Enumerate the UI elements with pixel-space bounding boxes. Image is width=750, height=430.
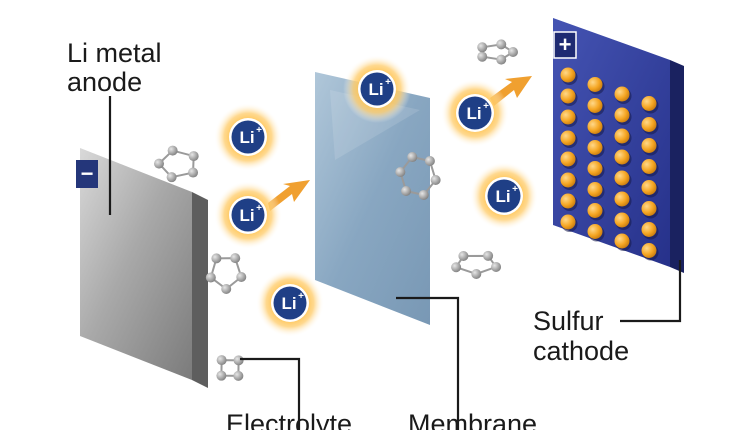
li-ion: Li+ [256, 269, 324, 337]
ion-core [360, 72, 394, 106]
sulfur-particle [641, 96, 657, 111]
ion-core [231, 198, 265, 232]
lithium-ions: Li+Li+Li+Li+Li+Li+ [214, 55, 538, 337]
sulfur-particle [614, 212, 630, 228]
sulfur-particle [587, 98, 603, 113]
sulfur-particle [560, 130, 576, 146]
ion-symbol: Li [495, 187, 510, 206]
sulfur-particle [587, 182, 603, 197]
ion-core [231, 120, 265, 154]
sulfur-particle [614, 233, 630, 249]
cathode-terminal [553, 31, 577, 59]
electrolyte-molecules [154, 39, 518, 381]
sulfur-particle [614, 107, 630, 123]
ion-symbol: Li [239, 206, 254, 225]
ion-charge: + [256, 203, 262, 214]
sulfur-particle [587, 224, 603, 239]
sulfur-particle [641, 138, 657, 153]
li-ion: Li+ [343, 55, 411, 123]
sulfur-particle [614, 86, 630, 102]
ion-symbol: Li [281, 294, 296, 313]
ion-charge: + [256, 125, 262, 136]
sulfur-particle [587, 119, 603, 134]
sulfur-particle [641, 159, 657, 174]
sulfur-particle [641, 222, 657, 237]
li-ion: Li+ [214, 181, 282, 249]
cathode-face [553, 18, 670, 267]
polysulfide-molecule [395, 152, 441, 200]
polysulfide-molecule [205, 253, 247, 294]
ion-symbol: Li [239, 128, 254, 147]
sulfur-particle [560, 67, 576, 83]
electrolyte-leader-line [240, 357, 301, 430]
anode-label-line2: anode [67, 67, 143, 97]
cathode-label-line2: cathode [533, 336, 630, 366]
polysulfide-molecule [216, 355, 244, 381]
li-ion: Li+ [441, 79, 509, 147]
plus-icon: + [559, 32, 572, 57]
electrolyte-label: Electrolyte [226, 409, 353, 430]
sulfur-particle [587, 203, 603, 218]
ion-symbol: Li [368, 80, 383, 99]
membrane-face [315, 72, 430, 325]
li-ion: Li+ [470, 162, 538, 230]
sulfur-particles [560, 67, 659, 261]
anode-terminal [76, 160, 98, 188]
membrane-leader-line [396, 296, 460, 430]
cathode-plate: + [553, 18, 684, 273]
sulfur-particle [641, 243, 657, 258]
li-ion: Li+ [214, 103, 282, 171]
membrane-label: Membrane [408, 409, 538, 430]
sulfur-particle [560, 88, 576, 104]
sulfur-particle [560, 172, 576, 188]
sulfur-particle [614, 128, 630, 144]
cathode-side-edge [670, 60, 684, 273]
sulfur-particle [641, 117, 657, 132]
anode-plate: − [76, 148, 208, 388]
polysulfide-molecule [154, 145, 199, 183]
sulfur-particle [560, 214, 576, 230]
sulfur-particle [560, 193, 576, 209]
anode-label-line1: Li metal [67, 38, 162, 68]
ion-charge: + [298, 291, 304, 302]
leader-lines [108, 96, 682, 430]
polysulfide-molecule [477, 39, 518, 65]
sulfur-particle [560, 109, 576, 125]
ion-core [273, 286, 307, 320]
sulfur-particle [587, 140, 603, 155]
sulfur-particle [560, 151, 576, 167]
sulfur-particle [641, 201, 657, 216]
ion-charge: + [385, 77, 391, 88]
cathode-leader-line [620, 260, 682, 323]
ion-charge: + [483, 101, 489, 112]
minus-icon: − [81, 161, 94, 186]
cathode-label-line1: Sulfur [533, 306, 604, 336]
sulfur-particle [614, 170, 630, 186]
ion-core [458, 96, 492, 130]
sulfur-particle [641, 180, 657, 195]
ion-core [487, 179, 521, 213]
sulfur-particle [614, 149, 630, 165]
anode-side-edge [192, 192, 208, 388]
ion-charge: + [512, 184, 518, 195]
sulfur-particle [587, 77, 603, 92]
sulfur-particle [614, 191, 630, 207]
ion-symbol: Li [466, 104, 481, 123]
anode-face [80, 148, 192, 380]
sulfur-particle [587, 161, 603, 176]
polysulfide-molecule [451, 250, 502, 279]
